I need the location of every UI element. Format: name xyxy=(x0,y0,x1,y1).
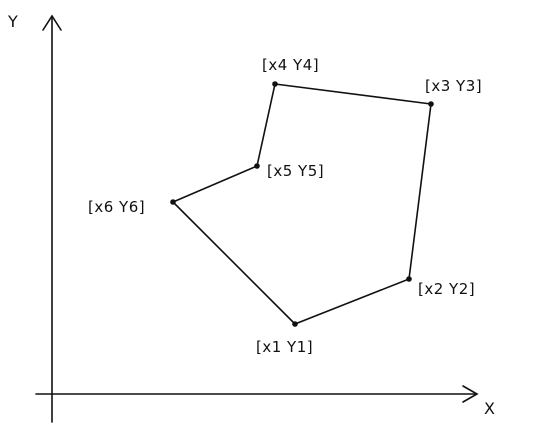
y-axis-arrow xyxy=(42,14,62,31)
vertex-2-label: [x2 Y2] xyxy=(418,280,475,298)
vertex-3-label: [x3 Y3] xyxy=(425,77,482,95)
vertex-6-label: [x6 Y6] xyxy=(88,198,145,216)
polygon-outline xyxy=(172,83,432,325)
vertex-4-label: [x4 Y4] xyxy=(262,56,319,74)
vertex-6-point xyxy=(170,199,176,205)
vertex-5-point xyxy=(254,163,260,169)
vertex-1-point xyxy=(292,321,298,327)
vertex-4-point xyxy=(272,81,278,87)
vertex-5-label: [x5 Y5] xyxy=(267,162,324,180)
y-axis-label: Y xyxy=(7,12,18,31)
vertex-1-label: [x1 Y1] xyxy=(256,338,313,356)
vertex-2-point xyxy=(406,276,412,282)
x-axis-arrow xyxy=(462,385,479,403)
vertex-3-point xyxy=(428,101,434,107)
x-axis-label: X xyxy=(484,399,495,418)
